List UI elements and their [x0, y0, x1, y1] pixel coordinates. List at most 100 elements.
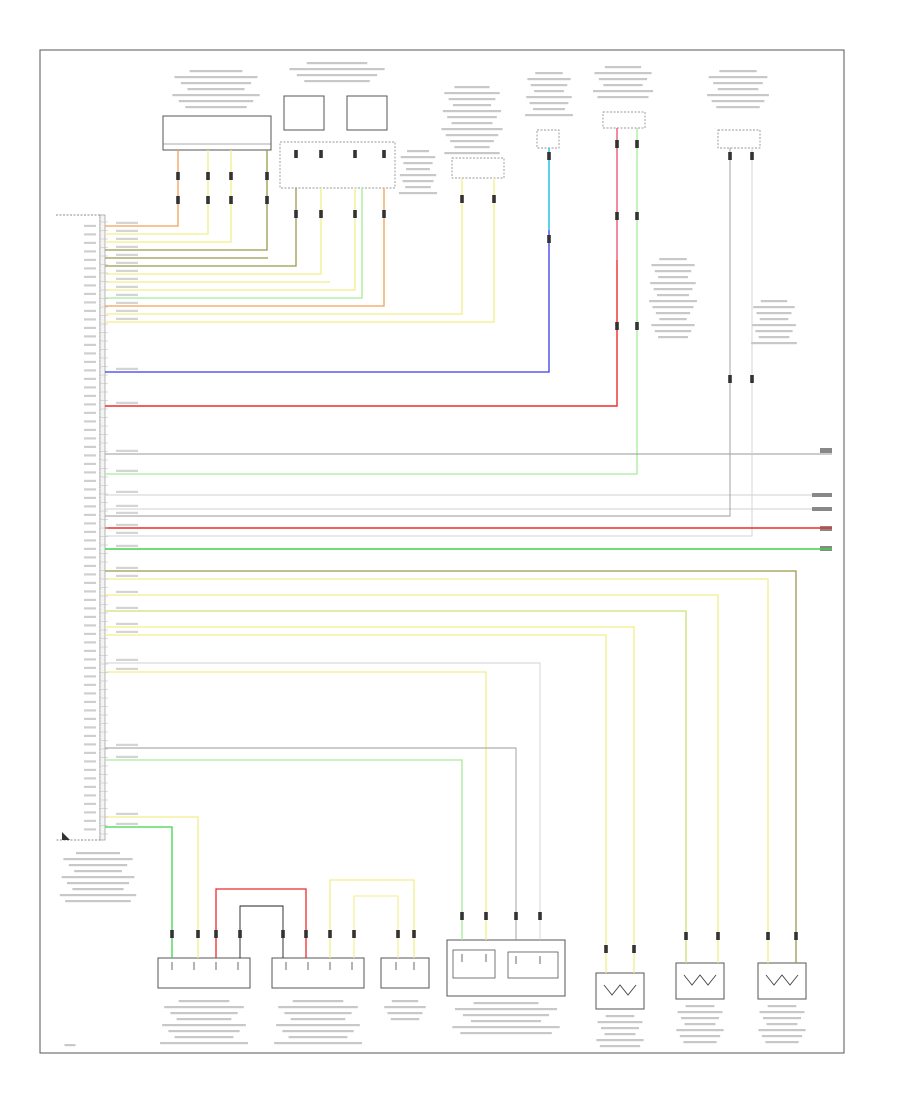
module-pin-ticks — [100, 221, 108, 835]
connector-plug — [615, 140, 619, 148]
module-pin-label — [84, 241, 96, 244]
module-pin-label — [84, 709, 96, 712]
buckle-switch-label — [448, 98, 496, 101]
wire-color-label — [116, 367, 138, 370]
connector-plug — [514, 912, 518, 920]
curtain-inflator-label — [601, 1027, 640, 1030]
module-pin-label — [84, 462, 96, 465]
wire-color-label — [116, 237, 138, 240]
module-pin-label — [84, 581, 96, 584]
connector-plug — [214, 930, 218, 938]
left-rear-seat-sensor-label — [292, 1000, 344, 1003]
module-pin-label — [84, 428, 96, 431]
buckle-switch-label — [441, 128, 503, 131]
buckle-switch-label — [444, 152, 500, 155]
wire-color-label — [116, 511, 138, 514]
wire-color-label — [116, 277, 138, 280]
pretensioner-box — [507, 951, 559, 979]
module-pin-label — [84, 233, 96, 236]
connector-plug — [352, 930, 356, 938]
wire-yellow-curtain-a — [105, 634, 607, 973]
module-pin-label — [84, 598, 96, 601]
module-pin-label — [84, 777, 96, 780]
module-pin-label — [84, 318, 96, 321]
connector-plug — [684, 932, 688, 940]
connector-plug — [750, 152, 754, 160]
module-label — [76, 852, 120, 855]
left-front-seat-sensor-label — [160, 1042, 248, 1045]
connector-plug — [382, 150, 386, 158]
buckle-switch-label — [445, 134, 499, 137]
side-inflator-label — [679, 1035, 721, 1038]
right-sensor-mid-label — [755, 330, 793, 333]
clock-spring-mid-label — [649, 300, 697, 303]
connector-plug — [281, 930, 285, 938]
wire-color-label — [116, 531, 138, 534]
connector-plug — [728, 152, 732, 160]
wire-color-label — [116, 812, 138, 815]
wire-gray-pretensioner — [105, 747, 517, 940]
module-pin-label — [84, 726, 96, 729]
seat-switch-a — [283, 95, 325, 131]
wire-orange-seat-e — [105, 188, 385, 307]
front-sensor-label — [533, 108, 565, 111]
front-sensor-label — [534, 90, 564, 93]
module-pin-label — [84, 301, 96, 304]
clock-spring-mid-label — [654, 330, 692, 333]
connector-plug — [206, 172, 210, 180]
clock-spring-mid-label — [658, 336, 688, 339]
seat-group-side-label — [402, 180, 434, 183]
page-footer-mark — [64, 1044, 76, 1047]
seat-belt-buckle-group — [446, 939, 566, 997]
clock-spring-mid-label — [654, 270, 692, 273]
seat-group-side-label — [400, 156, 436, 159]
connector-plug — [632, 945, 636, 953]
module-pin-label — [84, 377, 96, 380]
connector-plug — [794, 932, 798, 940]
connector-plug — [238, 930, 242, 938]
module-pin-label — [84, 394, 96, 397]
wire-color-label — [116, 245, 138, 248]
left-rear-seat-sensor-label — [274, 1042, 362, 1045]
connector-plug — [538, 912, 542, 920]
connector-plug — [766, 932, 770, 940]
wire-red-clock-spring — [105, 128, 618, 407]
wire-color-label — [116, 309, 138, 312]
connector-plug — [604, 945, 608, 953]
connector-plug — [353, 210, 357, 218]
side-inflator-label — [681, 1017, 720, 1020]
module-pin-label — [84, 505, 96, 508]
connector-plug — [728, 375, 732, 383]
occupant-sensor-label — [185, 106, 247, 109]
wire-color-label — [116, 293, 138, 296]
clock-spring-mid-label — [655, 312, 691, 315]
module-pin-label — [84, 675, 96, 678]
wire-color-label — [116, 590, 138, 593]
right-sensor-label — [716, 106, 760, 109]
curtain-inflator-label — [604, 1033, 636, 1036]
clock-spring-mid-label — [651, 264, 695, 267]
clock-spring-label — [603, 84, 643, 87]
left-front-seat-sensor-label — [178, 1000, 230, 1003]
wire-black-rear-loop — [239, 905, 284, 958]
wire-red-rear-loop — [215, 888, 307, 958]
connector-plug — [294, 150, 298, 158]
module-pin-label — [84, 335, 96, 338]
module-pin-label — [84, 641, 96, 644]
seat-group-side-label — [398, 192, 438, 195]
wire-color-label — [116, 658, 138, 661]
left-front-seat-sensor-label — [170, 1012, 238, 1015]
module-pin-label — [84, 768, 96, 771]
buckle-switch-label — [442, 110, 502, 113]
left-front-seat-sensor-label — [168, 1030, 240, 1033]
module-pin-label — [84, 590, 96, 593]
wire-yg-side-a — [105, 610, 687, 963]
buckle-switch-label — [452, 104, 492, 107]
wire-color-label — [116, 317, 138, 320]
module-pin-label — [84, 700, 96, 703]
module-pin-label — [84, 224, 96, 227]
ground-arrow — [62, 832, 70, 840]
module-pin-label — [84, 309, 96, 312]
wire-lightgray-right-sensor — [105, 148, 753, 537]
